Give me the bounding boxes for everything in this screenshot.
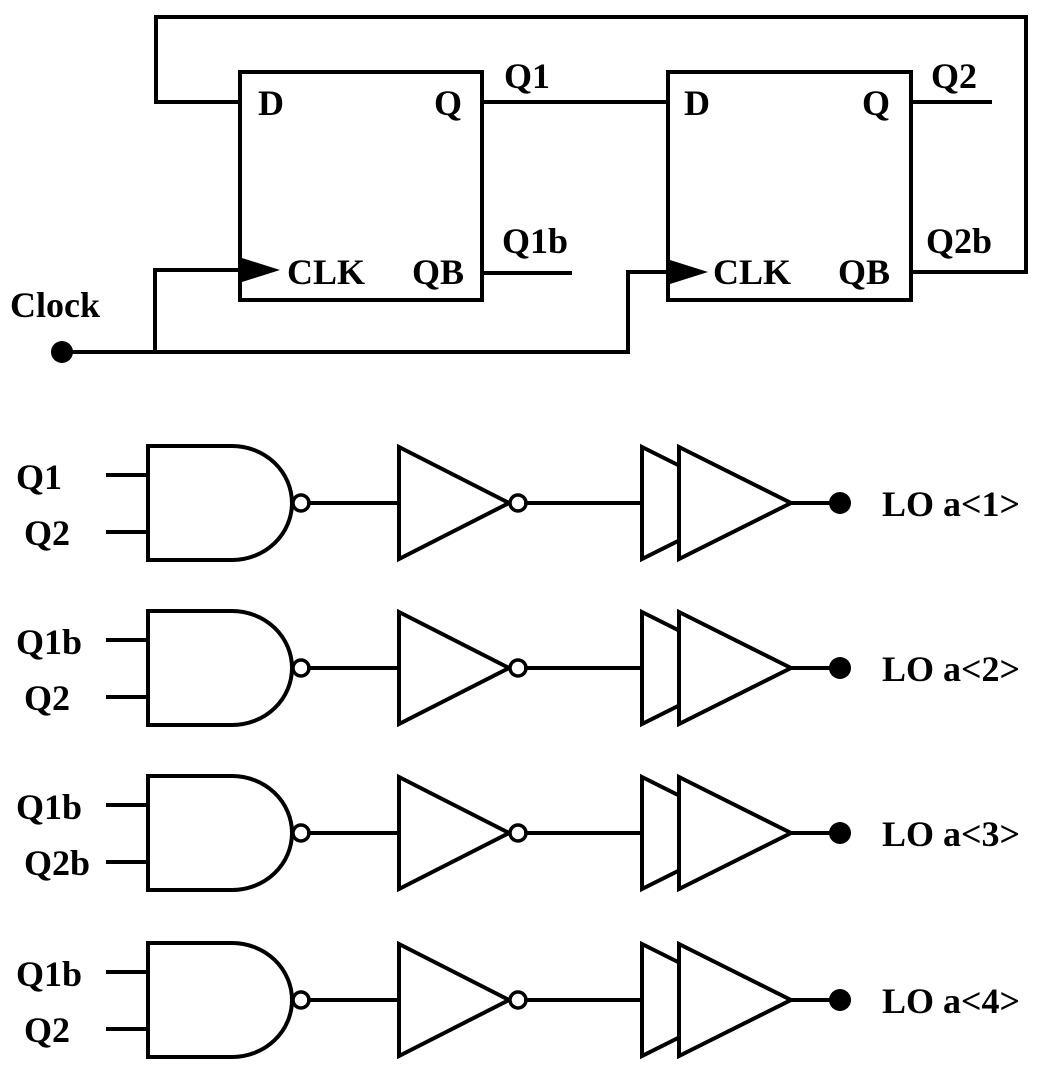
row-2-nand-bubble <box>291 658 311 678</box>
row-2-inverter-bubble <box>508 658 528 678</box>
row-3-output-node <box>829 822 851 844</box>
row-1-output-label: LO a<1> <box>882 484 1020 524</box>
ff1-clock-edge-icon <box>242 258 280 282</box>
row-2-input-b-label: Q2 <box>24 678 70 718</box>
ff1-qb-pin-label: QB <box>412 252 464 292</box>
row-4-output-node <box>829 989 851 1011</box>
row-3-input-a-label: Q1b <box>16 787 82 827</box>
ff1-clk-pin-label: CLK <box>287 252 365 292</box>
clock-label: Clock <box>10 285 100 325</box>
ff1-q-pin-label: Q <box>434 83 462 123</box>
ff2-q-output-label: Q2 <box>931 56 977 96</box>
clock-branch-wire <box>153 268 244 354</box>
row-4-inverter-bubble <box>508 990 528 1010</box>
flip-flop-1: D Q CLK QB Q1 Q1b <box>238 56 670 302</box>
ff2-clock-edge-icon <box>670 260 708 284</box>
row-3-nand-gate <box>146 774 294 892</box>
row-3-buffer-front <box>677 773 796 893</box>
row-4-nand-bubble <box>291 990 311 1010</box>
clock-wire <box>60 270 672 354</box>
row-3-inverter <box>397 773 514 893</box>
row-3-input-b-label: Q2b <box>24 843 90 883</box>
row-1-buffer-front <box>677 443 796 563</box>
row-2-nand-gate <box>146 609 294 727</box>
flip-flop-2: D Q CLK QB Q2 Q2b <box>666 56 992 302</box>
ff1-d-pin-label: D <box>258 83 284 123</box>
row-1-inverter <box>397 443 514 563</box>
flip-flop-2-box <box>666 70 913 302</box>
row-4-inverter <box>397 940 514 1060</box>
row-4-input-b-label: Q2 <box>24 1010 70 1050</box>
row-3-nand-bubble <box>291 823 311 843</box>
row-2-output-node <box>829 657 851 679</box>
feedback-wire <box>154 15 1028 274</box>
ff2-q-pin-label: Q <box>862 83 890 123</box>
ff2-qb-pin-label: QB <box>838 252 890 292</box>
row-2-buffer-front <box>677 608 796 728</box>
row-1-input-b-label: Q2 <box>24 513 70 553</box>
row-4-input-a-label: Q1b <box>16 954 82 994</box>
row-4-output-label: LO a<4> <box>882 981 1020 1021</box>
flip-flop-1-box <box>238 70 484 302</box>
ff1-q-output-label: Q1 <box>504 56 550 96</box>
row-4-nand-gate <box>146 941 294 1059</box>
row-1-output-node <box>829 492 851 514</box>
ff2-d-pin-label: D <box>684 83 710 123</box>
row-3-output-label: LO a<3> <box>882 814 1020 854</box>
row-3-inverter-bubble <box>508 823 528 843</box>
row-2-input-a-label: Q1b <box>16 622 82 662</box>
row-2-inverter <box>397 608 514 728</box>
row-4-buffer-front <box>677 940 796 1060</box>
ff2-qb-output-label: Q2b <box>926 221 992 261</box>
row-1-input-a-label: Q1 <box>16 457 62 497</box>
row-2-output-label: LO a<2> <box>882 649 1020 689</box>
row-1-nand-gate <box>146 444 294 562</box>
row-1-nand-bubble <box>291 493 311 513</box>
row-1-inverter-bubble <box>508 493 528 513</box>
ff1-qb-output-label: Q1b <box>502 221 568 261</box>
clock-network: Clock <box>10 268 672 363</box>
ff2-clk-pin-label: CLK <box>713 252 791 292</box>
